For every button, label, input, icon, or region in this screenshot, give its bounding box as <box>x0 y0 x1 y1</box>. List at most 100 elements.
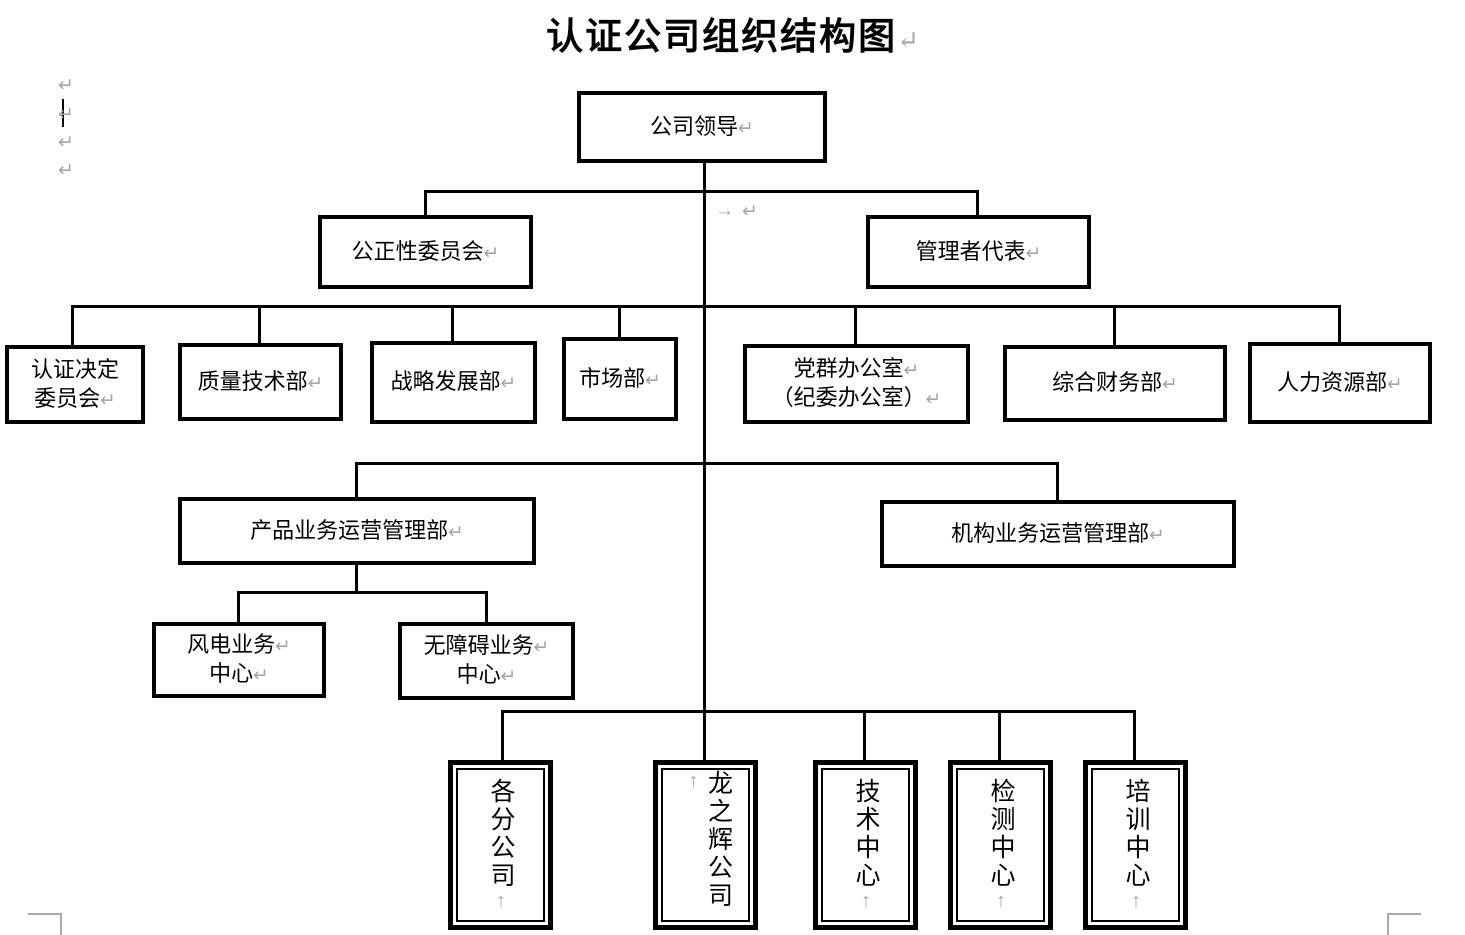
org-box-wind-power-business-center[interactable]: 风电业务↵ 中心↵ <box>152 622 326 698</box>
connector-line <box>425 190 979 193</box>
org-box-label: 质量技术部↵ <box>197 368 324 394</box>
org-box-inner-border: 检测中心↑ <box>956 768 1045 922</box>
org-box-label: 委员会↵ <box>34 385 116 411</box>
paragraph-mark-icon: ↑ <box>682 770 705 792</box>
org-box-label: 认证决定 <box>30 356 119 382</box>
paragraph-mark-icon: ↵ <box>58 160 74 181</box>
org-box-institution-business-ops-dept[interactable]: 机构业务运营管理部↵ <box>880 500 1236 568</box>
org-box-strategic-development-dept[interactable]: 战略发展部↵ <box>370 341 537 424</box>
connector-line <box>863 710 866 760</box>
org-box-impartiality-committee[interactable]: 公正性委员会↵ <box>318 215 533 289</box>
org-box-technology-center[interactable]: 技术中心↑ <box>813 760 918 930</box>
paragraph-mark-icon: ↵ <box>903 359 920 381</box>
org-box-quality-technology-dept[interactable]: 质量技术部↵ <box>178 343 343 421</box>
connector-line <box>976 190 979 215</box>
paragraph-mark-icon: ↑ <box>1125 890 1147 912</box>
org-box-label: 龙之辉公司↑ <box>682 770 733 910</box>
paragraph-mark-icon: ↵ <box>1025 241 1042 263</box>
org-box-inner-border: 培训中心↑ <box>1091 768 1180 922</box>
org-box-label: 检测中心↑ <box>987 778 1015 912</box>
paragraph-mark-icon: ↵ <box>1387 372 1403 394</box>
paragraph-mark-icon: ↵ <box>58 104 74 125</box>
connector-line <box>355 462 358 497</box>
paragraph-mark-icon: ↵ <box>100 388 116 410</box>
paragraph-mark-icon: ↵ <box>483 241 500 263</box>
connector-line <box>355 565 358 591</box>
org-box-longzhihui-company[interactable]: 龙之辉公司↑ <box>653 760 758 930</box>
paragraph-mark-icon: ↵ <box>253 664 269 685</box>
connector-line <box>1133 710 1136 760</box>
connector-line <box>71 305 1341 308</box>
org-box-label: 公司领导↵ <box>650 113 754 139</box>
org-box-branch-companies[interactable]: 各分公司↑ <box>448 760 553 930</box>
org-box-label: 战略发展部↵ <box>390 369 517 395</box>
org-box-label: 市场部↵ <box>579 365 661 391</box>
text-cursor <box>62 99 64 127</box>
connector-line <box>356 462 1059 465</box>
paragraph-mark-icon: ↵ <box>1149 523 1165 545</box>
org-box-management-representative[interactable]: 管理者代表↵ <box>866 215 1091 289</box>
org-box-training-center[interactable]: 培训中心↑ <box>1083 760 1188 930</box>
connector-line <box>1056 462 1059 500</box>
paragraph-mark-icon: ↵ <box>500 665 517 686</box>
org-box-label: 技术中心↑ <box>852 778 880 912</box>
connector-line <box>501 710 504 760</box>
org-box-certification-decision-committee[interactable]: 认证决定 委员会↵ <box>5 345 145 424</box>
org-box-product-business-ops-dept[interactable]: 产品业务运营管理部↵ <box>178 497 536 565</box>
org-box-label: 无障碍业务↵ <box>423 633 550 659</box>
org-box-accessibility-business-center[interactable]: 无障碍业务↵ 中心↵ <box>398 622 575 700</box>
org-box-inner-border: 技术中心↑ <box>821 768 910 922</box>
paragraph-mark-icon: ↵ <box>897 26 919 55</box>
paragraph-mark-icon: ↵ <box>448 520 464 542</box>
org-box-label: 党群办公室↵ <box>793 356 920 382</box>
paragraph-mark-icon: ↵ <box>275 635 291 657</box>
connector-line <box>854 305 857 344</box>
org-box-label: 培训中心↑ <box>1122 778 1150 912</box>
connector-line <box>618 305 621 337</box>
org-box-label: 中心↵ <box>456 662 517 687</box>
org-box-label: 管理者代表↵ <box>915 238 1042 264</box>
org-box-company-leader[interactable]: 公司领导↵ <box>577 91 827 163</box>
connector-line <box>237 591 240 622</box>
paragraph-mark-icon: ↑ <box>855 890 877 912</box>
paragraph-mark-icon: ↵ <box>738 116 754 138</box>
org-box-label: 公正性委员会↵ <box>351 238 500 264</box>
paragraph-mark-icon: ↵ <box>533 636 550 658</box>
paragraph-mark-icon: ↵ <box>1162 373 1178 395</box>
org-box-label: 机构业务运营管理部↵ <box>951 520 1165 546</box>
connector-line <box>71 305 74 345</box>
connector-trunk <box>703 163 706 760</box>
org-box-label: 人力资源部↵ <box>1277 369 1403 395</box>
org-box-party-mass-office[interactable]: 党群办公室↵ （纪委办公室）↵ <box>743 344 970 424</box>
org-box-label: 综合财务部↵ <box>1052 370 1178 396</box>
paragraph-mark-icon: ↵ <box>58 132 74 153</box>
paragraph-mark-icon: ↵ <box>742 201 758 222</box>
paragraph-mark-icon: ↵ <box>307 371 324 393</box>
connector-line <box>1113 305 1116 345</box>
org-box-testing-center[interactable]: 检测中心↑ <box>948 760 1053 930</box>
org-box-label: （纪委办公室）↵ <box>771 385 942 410</box>
org-box-human-resources-dept[interactable]: 人力资源部↵ <box>1248 342 1432 424</box>
page-boundary-corner-icon <box>28 913 62 935</box>
connector-line <box>238 591 487 594</box>
org-box-inner-border: 龙之辉公司↑ <box>661 768 750 922</box>
org-box-general-finance-dept[interactable]: 综合财务部↵ <box>1003 345 1227 422</box>
org-box-label: 风电业务↵ <box>187 632 291 658</box>
paragraph-mark-icon: ↑ <box>490 890 512 912</box>
paragraph-mark-icon: ↵ <box>645 368 661 390</box>
connector-line <box>258 305 261 343</box>
connector-line <box>485 591 488 622</box>
org-box-marketing-dept[interactable]: 市场部↵ <box>562 337 678 421</box>
org-box-inner-border: 各分公司↑ <box>456 768 545 922</box>
page-boundary-corner-icon <box>1387 913 1421 935</box>
paragraph-mark-icon: ↑ <box>990 890 1012 912</box>
page-title: 认证公司组织结构图↵ <box>546 17 919 58</box>
tab-mark-icon: → <box>715 200 734 221</box>
org-box-label: 中心↵ <box>209 661 269 686</box>
connector-line <box>1338 305 1341 342</box>
paragraph-mark-icon: ↵ <box>925 388 942 409</box>
paragraph-mark-icon: ↵ <box>500 372 517 394</box>
connector-line <box>451 305 454 341</box>
org-box-label: 各分公司↑ <box>487 778 515 912</box>
